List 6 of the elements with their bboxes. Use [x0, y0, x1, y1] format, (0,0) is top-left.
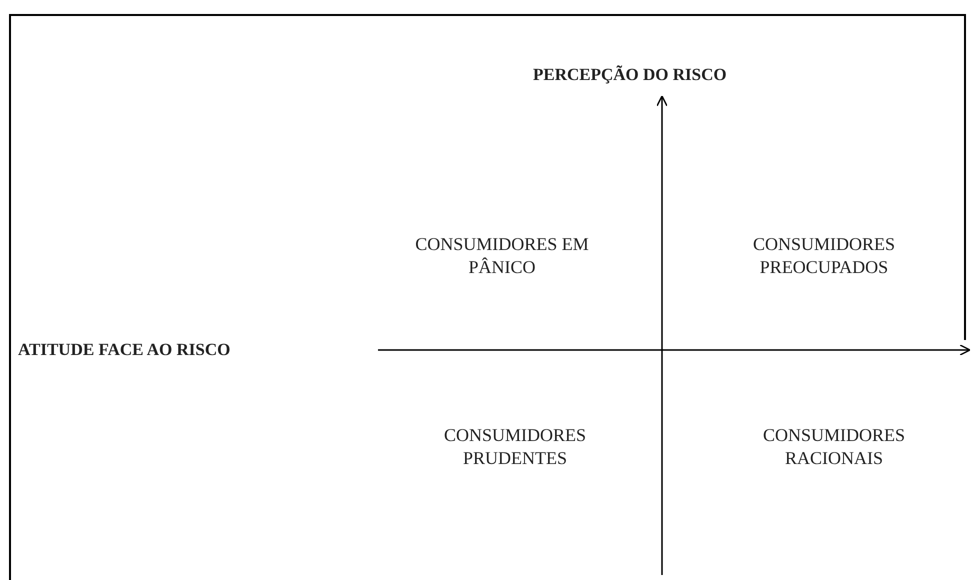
- axis-label: ATITUDE FACE AO RISCO: [18, 339, 230, 360]
- quadrant-label: CONSUMIDORES PREOCUPADOS: [752, 233, 896, 278]
- quadrant-label: CONSUMIDORES EM PÂNICO: [414, 233, 590, 278]
- quadrant-label: CONSUMIDORES RACIONAIS: [762, 424, 906, 469]
- quadrant-label: CONSUMIDORES PRUDENTES: [442, 424, 588, 469]
- axis-label: PERCEPÇÃO DO RISCO: [533, 64, 727, 86]
